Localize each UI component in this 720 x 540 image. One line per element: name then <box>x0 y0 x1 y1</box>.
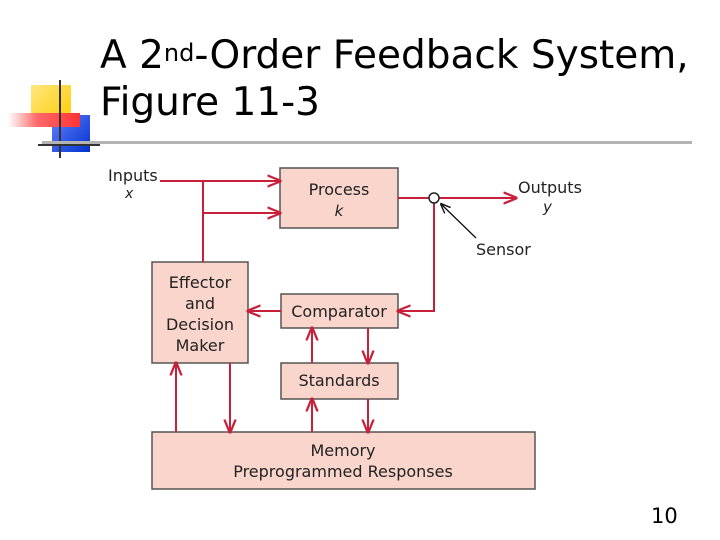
effector-line-1: Effector <box>169 273 232 292</box>
memory-line-1: Memory <box>310 441 375 460</box>
memory-box <box>151 431 536 490</box>
effector-line-4: Maker <box>176 336 225 355</box>
sensor-label: Sensor <box>476 240 531 259</box>
sensor-node <box>428 192 440 204</box>
title-underline <box>42 141 692 144</box>
comparator-box <box>280 293 399 329</box>
sensor-feedback-line <box>398 203 435 311</box>
title-prefix: A 2 <box>100 33 164 78</box>
comparator-label: Comparator <box>291 302 387 321</box>
process-box <box>279 167 399 229</box>
inputs-label: Inputs <box>108 166 158 185</box>
standards-box <box>280 362 399 400</box>
process-var: k <box>335 202 345 220</box>
inputs-var: x <box>124 186 134 202</box>
title-superscript: nd <box>163 39 195 67</box>
effector-box <box>151 261 249 364</box>
memory-line-2: Preprogrammed Responses <box>233 462 453 481</box>
deco-vertical-rule <box>59 80 61 158</box>
outputs-var: y <box>542 198 553 216</box>
effector-line-3: Decision <box>166 315 234 334</box>
signal-lines <box>160 181 516 432</box>
standards-label: Standards <box>298 371 379 390</box>
title-rest: -Order Feedback System, <box>194 33 689 78</box>
slide-title: A 2nd-Order Feedback System, Figure 11-3 <box>100 32 689 126</box>
effector-line-2: and <box>185 294 215 313</box>
sensor-pointer <box>441 204 477 239</box>
process-label: Process <box>309 180 370 199</box>
deco-red-bar <box>8 113 80 127</box>
title-line-2: Figure 11-3 <box>100 80 320 125</box>
deco-horizontal-rule <box>38 144 100 146</box>
outputs-label: Outputs <box>518 178 582 197</box>
page-number: 10 <box>651 504 678 528</box>
